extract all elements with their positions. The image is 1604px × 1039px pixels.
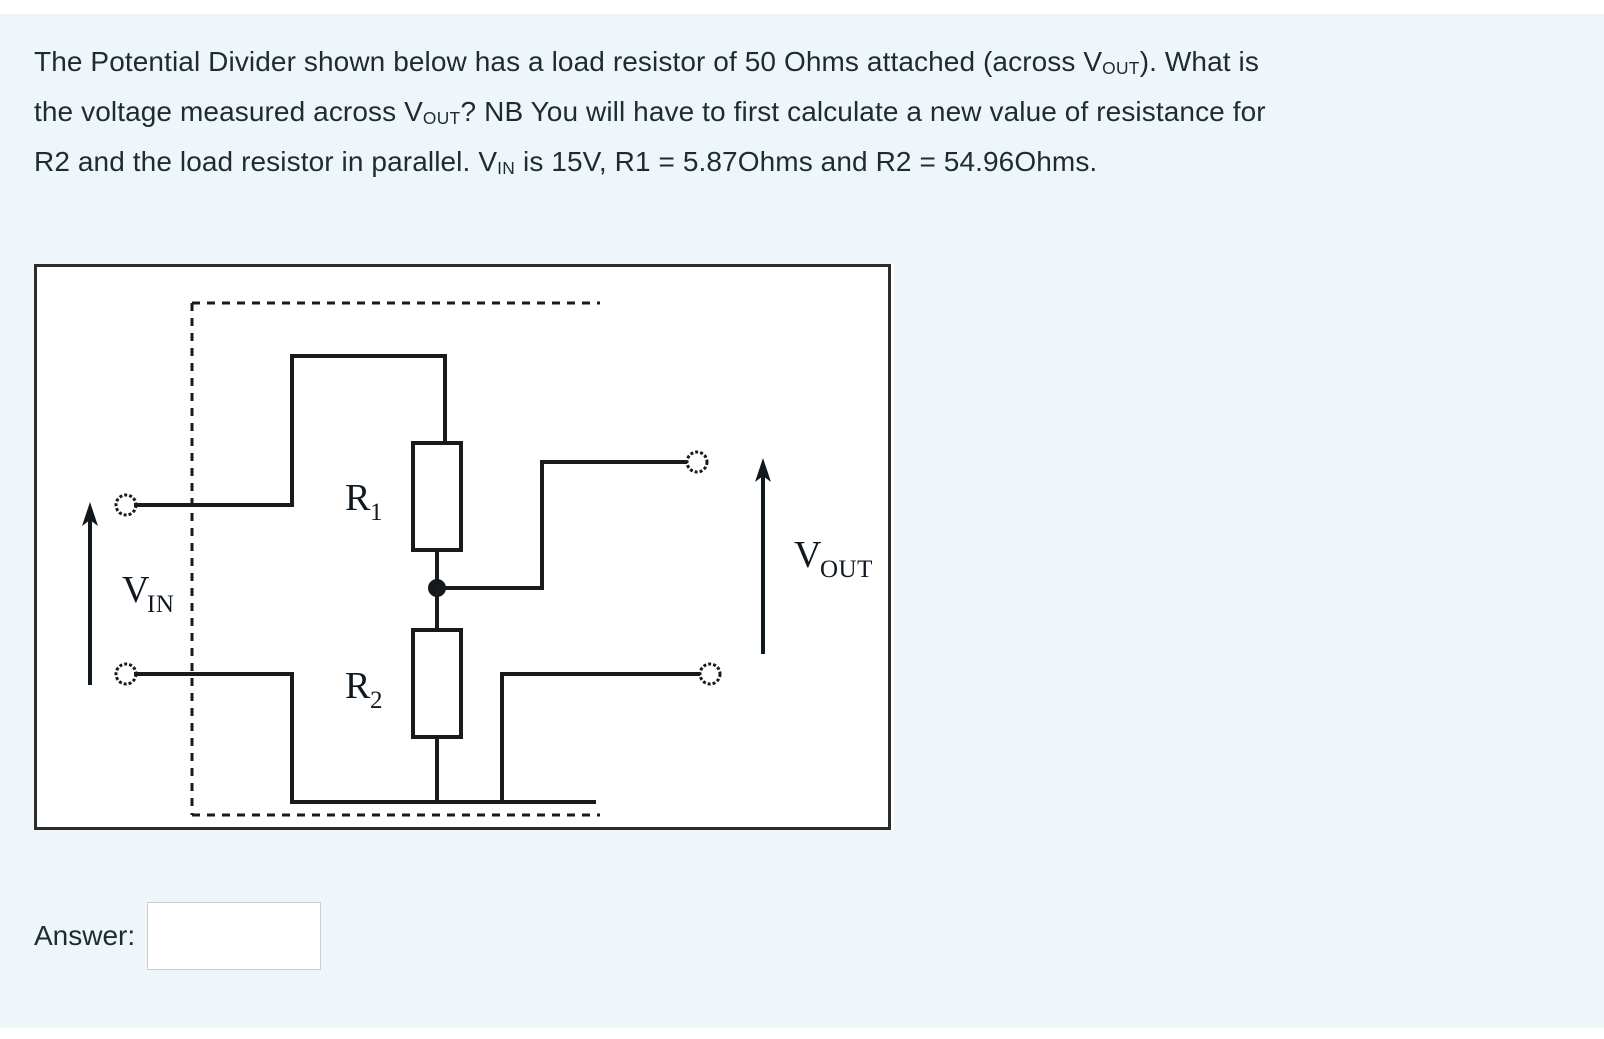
question-line-1-subscript: OUT (1102, 58, 1140, 79)
question-line-2-part-c: NB You will have to first calculate a ne… (484, 96, 1266, 128)
vout-arrow (755, 458, 771, 654)
wire-input-top (134, 354, 447, 507)
output-terminal-top (685, 450, 709, 474)
question-line-1-part-b: ). What is (1139, 46, 1259, 77)
question-line-3-part-c: is 15V, R1 = 5.87Ohms and R2 = 54.96Ohms… (515, 146, 1098, 178)
question-line-1: The Potential Divider shown below has a … (34, 40, 1534, 90)
vin-arrow (82, 502, 98, 685)
input-terminal-top (114, 493, 138, 517)
question-line-3: R2 and the load resistor in parallel.VIN… (34, 140, 1534, 190)
vout-label: V (794, 534, 822, 576)
vout-label-subscript: OUT (820, 556, 873, 583)
question-line-2: the voltage measured across VOUT?NB You … (34, 90, 1534, 140)
wire-node-to-output-top (435, 460, 689, 590)
resistor-r2-body (411, 628, 463, 739)
r1-label-subscript: 1 (370, 499, 383, 526)
r1-label: R (345, 477, 371, 519)
question-line-2-subscript: OUT (422, 108, 461, 129)
r2-label: R (345, 665, 371, 707)
answer-row: Answer: (34, 900, 322, 972)
question-line-3-part-b: V (478, 146, 498, 178)
question-text: The Potential Divider shown below has a … (34, 40, 1534, 190)
question-line-3-part-a: R2 and the load resistor in parallel. (34, 146, 471, 178)
vin-label-subscript: IN (147, 591, 174, 618)
question-line-2-part-a: the voltage measured across V (34, 96, 423, 128)
circuit-diagram-svg: V IN R 1 R 2 (34, 264, 891, 830)
question-line-3-subscript: IN (497, 158, 516, 179)
input-terminal-bottom (114, 662, 138, 686)
wire-input-bottom (134, 672, 596, 804)
answer-label: Answer: (34, 920, 136, 951)
circuit-diagram-image: V IN R 1 R 2 (34, 264, 894, 830)
output-terminal-bottom (698, 662, 722, 686)
wire-rail-to-output-bottom (500, 672, 702, 804)
question-line-1-part-a: The Potential Divider shown below has a … (34, 46, 1103, 77)
answer-input[interactable] (147, 902, 322, 970)
resistor-r1-body (411, 441, 463, 552)
vin-label: V (122, 569, 150, 611)
r2-label-subscript: 2 (370, 687, 383, 714)
question-line-2-part-b: ? (460, 96, 477, 128)
